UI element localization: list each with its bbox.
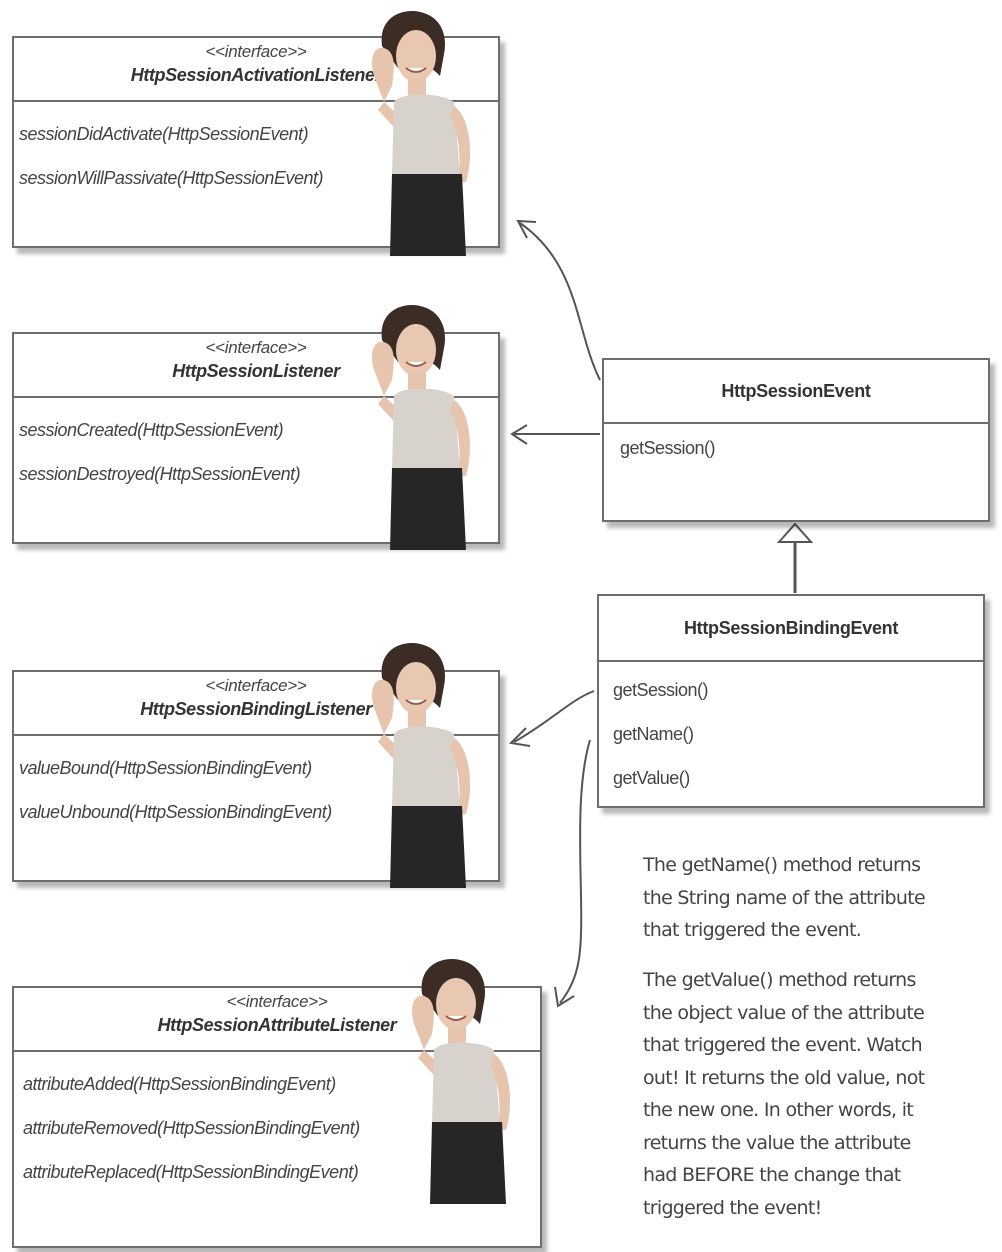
method-list: getSession() getName() getValue()	[599, 662, 983, 800]
method-item: valueUnbound(HttpSessionBindingEvent)	[19, 802, 332, 822]
method-item: attributeRemoved(HttpSessionBindingEvent…	[23, 1118, 360, 1138]
arrow-to-activation-listener	[519, 222, 601, 381]
method-item: sessionCreated(HttpSessionEvent)	[19, 420, 284, 440]
method-item: getName()	[613, 724, 694, 744]
note-line: that triggered the event. Watch	[643, 1034, 923, 1056]
method-item: valueBound(HttpSessionBindingEvent)	[19, 758, 312, 778]
listener-person-illustration	[370, 642, 471, 888]
interface-name: HttpSessionBindingListener	[140, 699, 372, 719]
method-item: attributeAdded(HttpSessionBindingEvent)	[23, 1074, 336, 1094]
class-name: HttpSessionBindingEvent	[683, 618, 899, 638]
method-item: sessionDestroyed(HttpSessionEvent)	[19, 464, 301, 484]
method-item: getSession()	[613, 680, 709, 700]
note-getvalue: The getValue() method returns the object…	[643, 964, 925, 1224]
note-line: that triggered the event.	[643, 919, 862, 941]
method-list: sessionCreated(HttpSessionEvent) session…	[14, 398, 498, 496]
note-line: out! It returns the old value, not	[643, 1066, 925, 1089]
arrow-to-attribute-listener	[559, 739, 591, 1004]
note-line: The getValue() method returns	[643, 969, 916, 991]
note-line: the String name of the attribute	[643, 886, 926, 909]
interface-name: HttpSessionListener	[172, 361, 340, 381]
class-header: HttpSessionBindingEvent	[599, 596, 983, 662]
interface-header: <<interface>> HttpSessionListener	[14, 334, 498, 398]
method-item: sessionWillPassivate(HttpSessionEvent)	[19, 168, 323, 188]
method-list: valueBound(HttpSessionBindingEvent) valu…	[14, 736, 498, 834]
method-list: sessionDidActivate(HttpSessionEvent) ses…	[14, 102, 498, 200]
note-line: the object value of the attribute	[643, 1001, 925, 1024]
method-item: getSession()	[620, 438, 716, 458]
interface-header: <<interface>> HttpSessionActivationListe…	[14, 38, 498, 102]
interface-name: HttpSessionAttributeListener	[157, 1015, 397, 1035]
interface-name: HttpSessionActivationListener	[130, 65, 382, 85]
method-item: attributeReplaced(HttpSessionBindingEven…	[23, 1162, 359, 1182]
class-box-session-event: HttpSessionEvent getSession()	[602, 358, 990, 522]
interface-header: <<interface>> HttpSessionBindingListener	[14, 672, 498, 736]
interface-header: <<interface>> HttpSessionAttributeListen…	[14, 988, 540, 1052]
listener-person-illustration	[370, 10, 471, 256]
class-name: HttpSessionEvent	[721, 381, 871, 401]
note-line: The getName() method returns	[643, 854, 921, 876]
listener-person-illustration	[410, 958, 511, 1204]
method-item: sessionDidActivate(HttpSessionEvent)	[19, 124, 309, 144]
method-item: getValue()	[613, 768, 690, 788]
listener-person-illustration	[370, 304, 471, 550]
method-list: attributeAdded(HttpSessionBindingEvent) …	[14, 1052, 540, 1194]
method-list: getSession()	[604, 424, 988, 470]
note-getname: The getName() method returns the String …	[643, 849, 926, 947]
note-line: the new one. In other words, it	[643, 1099, 914, 1121]
stereotype-label: <<interface>>	[205, 42, 307, 61]
class-header: HttpSessionEvent	[604, 360, 988, 424]
note-line: triggered the event!	[643, 1196, 822, 1219]
stereotype-label: <<interface>>	[205, 676, 307, 695]
arrow-to-binding-listener	[513, 690, 595, 743]
note-line: had BEFORE the change that	[643, 1164, 901, 1186]
stereotype-label: <<interface>>	[205, 338, 307, 357]
stereotype-label: <<interface>>	[226, 992, 328, 1011]
class-box-binding-event: HttpSessionBindingEvent getSession() get…	[597, 594, 985, 808]
note-line: returns the value the attribute	[643, 1131, 911, 1154]
